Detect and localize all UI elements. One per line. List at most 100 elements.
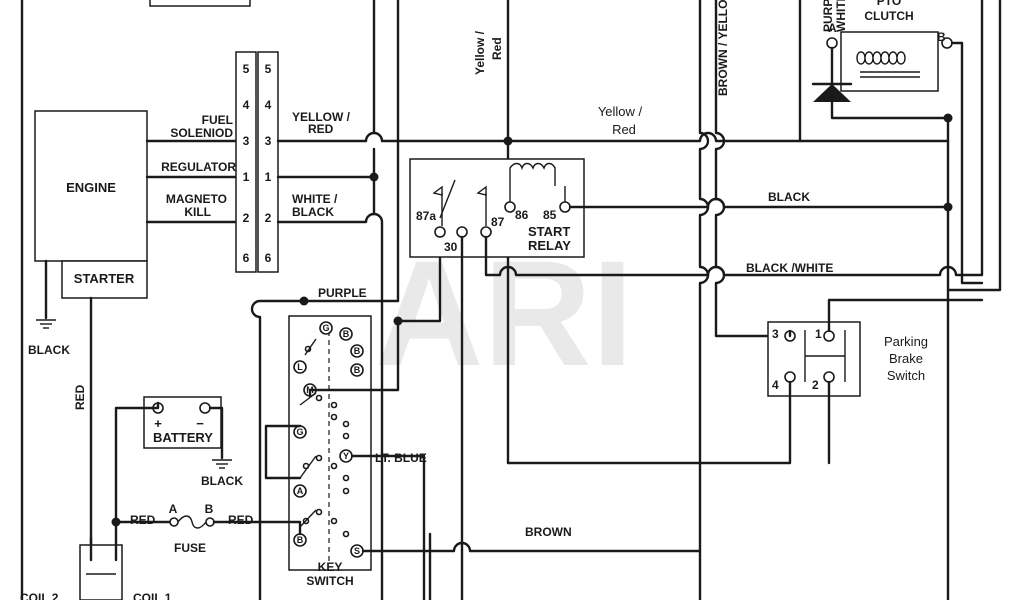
relay-contact-87-icon (476, 185, 487, 196)
key-g-wire (264, 424, 302, 480)
svg-text:A: A (297, 486, 304, 496)
coil-1-label: COIL 1 (133, 591, 172, 600)
pin-5-right: 5 (265, 62, 272, 76)
red-vertical-label: RED (73, 384, 87, 410)
key-switch-label-2: SWITCH (306, 574, 353, 588)
lt-blue-label: LT. BLUE (375, 451, 427, 465)
magneto-kill-label-1: MAGNETO (166, 192, 227, 206)
pin-2-right: 2 (265, 211, 272, 225)
pto-a-label: A (828, 21, 837, 35)
pto-b-wire (950, 41, 984, 285)
brake-4-label: 4 (772, 378, 779, 392)
brake-2-label: 2 (812, 378, 819, 392)
yellow-red-top-label-1: Yellow / (473, 30, 487, 75)
key-switch (288, 315, 372, 571)
yellow-red-label-1: YELLOW / (292, 110, 351, 124)
brake-label-3: Switch (887, 368, 925, 383)
battery-label: BATTERY (153, 430, 213, 445)
relay-label-2: RELAY (528, 238, 571, 253)
junction-dot (369, 172, 379, 182)
pin-3-left: 3 (243, 134, 250, 148)
brake-terminal-2 (823, 371, 835, 383)
svg-text:S: S (354, 546, 360, 556)
brake-4-wire (506, 380, 792, 465)
key-position-b: B (350, 344, 364, 358)
relay-terminal-85 (559, 201, 571, 213)
starter-box (61, 260, 148, 299)
junction-dot (503, 136, 513, 146)
connector: 5 5 4 4 3 3 1 1 2 2 6 6 (235, 51, 279, 273)
relay-87-label: 87 (491, 215, 505, 229)
relay-30-label: 30 (444, 240, 458, 254)
brown-yellow-label: BROWN / YELLOW (716, 0, 730, 96)
svg-text:B: B (354, 346, 361, 356)
svg-text:Y: Y (343, 451, 349, 461)
pin-6-right: 6 (265, 251, 272, 265)
yellow-red-wire (276, 131, 950, 143)
key-left-wire (250, 299, 306, 600)
svg-text:L: L (297, 362, 303, 372)
diode-icon (813, 84, 851, 102)
key-position-g: G (293, 425, 307, 439)
key-position-l: L (293, 360, 307, 374)
battery-positive-label: + (154, 416, 162, 431)
white-black-label-1: WHITE / (292, 192, 338, 206)
key-switch-label-1: KEY (318, 560, 343, 574)
brown-vertical-wire (698, 0, 710, 600)
key-switch-contacts (302, 345, 350, 538)
pin-1-left: 1 (243, 170, 250, 184)
white-black-label-2: BLACK (292, 205, 334, 219)
key-position-b: B (293, 533, 307, 547)
purple-wire (302, 0, 400, 303)
battery: + − BATTERY (143, 396, 222, 449)
pto-terminal-a (826, 37, 838, 49)
pto-diode-wire (830, 46, 950, 120)
engine-block: ENGINE STARTER (34, 110, 148, 299)
purple-white-label-2: WHITE (834, 0, 848, 32)
pto-b-label: B (937, 30, 946, 44)
start-relay: 87a 30 87 86 85 START RELAY (409, 158, 585, 258)
pto-label-1: PTO (877, 0, 901, 8)
brake-terminal-4 (784, 371, 796, 383)
brown-yellow-wire (714, 0, 776, 338)
key-position-a: A (293, 484, 307, 498)
svg-text:B: B (343, 329, 350, 339)
relay-86-label: 86 (515, 208, 529, 222)
fuse: A B FUSE (169, 502, 215, 555)
red-left-label: RED (130, 513, 156, 527)
brake-label-1: Parking (884, 334, 928, 349)
right-edge-wire (946, 0, 1002, 292)
pto-label-2: CLUTCH (864, 9, 913, 23)
yellow-red-label-2: RED (308, 122, 334, 136)
brake-1-label: 1 (815, 327, 822, 341)
key-position-b: B (350, 363, 364, 377)
yellow-red-mid-label-2: Red (612, 122, 636, 137)
regulator-label: REGULATOR (161, 160, 236, 174)
purple-white-label-1: PURPLE / (821, 0, 835, 32)
black-white-label: BLACK /WHITE (746, 261, 833, 275)
red-right-label: RED (228, 513, 254, 527)
relay-contact-87a-icon (432, 185, 443, 196)
svg-text:G: G (296, 427, 303, 437)
relay-coil-icon (509, 162, 556, 186)
fuse-icon (177, 515, 207, 529)
key-switch-arms (299, 338, 317, 528)
junction-dot (943, 113, 953, 123)
brake-terminal-1 (823, 330, 835, 342)
top-partial-component (149, 0, 251, 7)
fuel-solenoid-label-2: SOLENIOD (170, 126, 233, 140)
brake-3-label: 3 (772, 327, 779, 341)
black-relay-wire (568, 197, 950, 209)
parking-brake-switch: 3 1 4 2 (767, 321, 861, 397)
coil-2-label: COIL 2 (20, 591, 59, 600)
battery-negative-wire (208, 406, 224, 460)
fuse-label: FUSE (174, 541, 206, 555)
pin-4-right: 4 (265, 98, 272, 112)
fuse-terminal-a (169, 517, 179, 527)
pto-coil-icon (856, 51, 906, 65)
brake-label-2: Brake (889, 351, 923, 366)
battery-positive-wire (114, 401, 160, 524)
battery-negative-label: − (196, 416, 204, 431)
relay-87a-label: 87a (416, 209, 436, 223)
